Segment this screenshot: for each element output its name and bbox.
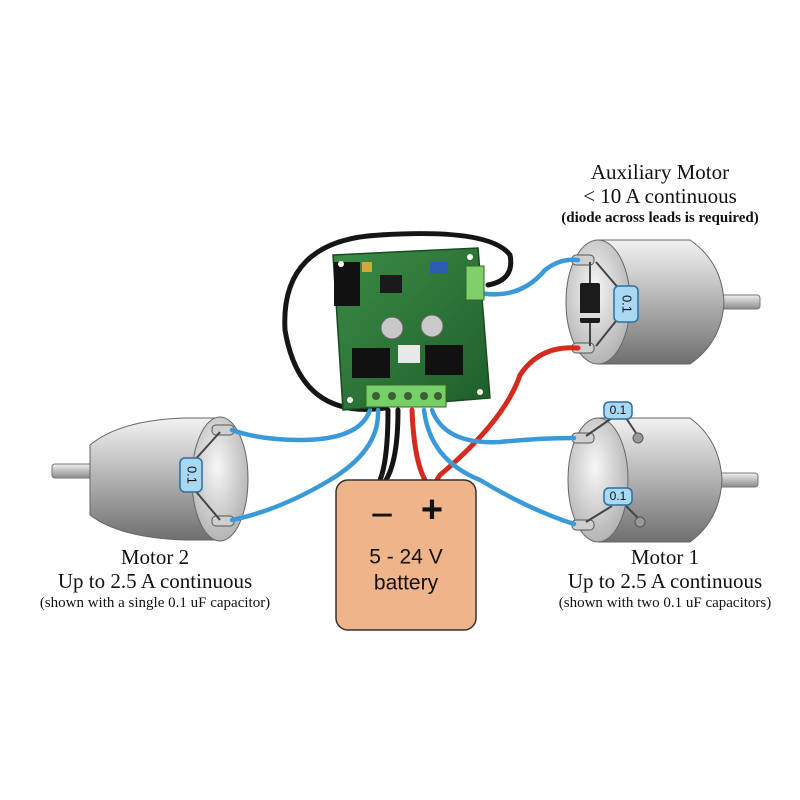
chip xyxy=(430,262,448,274)
mount-hole xyxy=(467,254,473,260)
chip xyxy=(398,345,420,363)
motor-1-title: Motor 1 xyxy=(630,545,700,569)
electrolytic-cap xyxy=(380,316,404,340)
motor-2-blue-wire-top xyxy=(229,407,373,443)
motor-1-rating: Up to 2.5 A continuous xyxy=(567,569,763,593)
capacitor-label: 0.1 xyxy=(610,489,627,503)
motor-1-label: Motor 1 Up to 2.5 A continuous (shown wi… xyxy=(515,545,800,613)
aux-blue-wire xyxy=(477,257,581,297)
electrolytic-cap xyxy=(420,314,444,338)
chip xyxy=(380,275,402,293)
aux-motor-rating: < 10 A continuous xyxy=(583,184,737,208)
screw xyxy=(434,392,442,400)
battery-label: battery xyxy=(374,572,439,595)
aux-motor-label: Auxiliary Motor < 10 A continuous (diode… xyxy=(500,160,800,228)
motor-1-case-tab xyxy=(632,432,644,444)
battery-red-wire xyxy=(409,407,428,483)
capacitor-label: 0.1 xyxy=(620,295,635,313)
aux-motor-capacitor: 0.1 xyxy=(613,285,639,323)
motor-2-note: (shown with a single 0.1 uF capacitor) xyxy=(39,595,271,611)
diode xyxy=(580,283,600,323)
battery-voltage: 5 - 24 V xyxy=(369,546,443,569)
aux-cap-lead xyxy=(595,261,621,291)
battery: − + 5 - 24 V battery xyxy=(335,479,477,631)
motor-2-label: Motor 2 Up to 2.5 A continuous (shown wi… xyxy=(0,545,310,613)
motor-1-case-tab xyxy=(634,516,646,528)
motor-1-cap-lead xyxy=(585,417,613,437)
motor-2-cap-lead xyxy=(192,431,221,463)
motor-1-body xyxy=(597,417,723,543)
motor-1-capacitor-top: 0.1 xyxy=(603,401,633,420)
motor-controller-board xyxy=(332,247,491,411)
wires xyxy=(229,231,581,527)
capacitor-label: 0.1 xyxy=(610,403,627,417)
black-wire-loop xyxy=(282,231,514,412)
mount-hole xyxy=(477,389,483,395)
motor-1-cap-lead xyxy=(585,505,613,523)
battery-black-wire xyxy=(377,407,391,483)
motor-1-shaft xyxy=(717,472,759,488)
battery-black-wire xyxy=(383,407,401,483)
battery-plus-label: + xyxy=(421,489,443,531)
pad xyxy=(362,262,372,272)
motor-2-shaft xyxy=(51,463,93,479)
chip xyxy=(352,348,390,378)
motor-2-title: Motor 2 xyxy=(120,545,190,569)
motor-1-blue-wire-top xyxy=(429,407,577,445)
motor-2-capacitor: 0.1 xyxy=(179,457,203,493)
aux-motor-shaft xyxy=(719,294,761,310)
motor-1-face xyxy=(567,417,629,543)
mount-hole xyxy=(347,397,353,403)
auxiliary-motor: 0.1 xyxy=(565,239,761,365)
aux-motor-title: Auxiliary Motor xyxy=(590,160,730,184)
screw xyxy=(372,392,380,400)
aux-terminal-block xyxy=(465,265,485,301)
motor-1-note: (shown with two 0.1 uF capacitors) xyxy=(558,595,772,611)
motor-2-blue-wire-bottom xyxy=(229,407,381,523)
motor-2-rating: Up to 2.5 A continuous xyxy=(57,569,253,593)
motor-1-blue-wire-bottom xyxy=(421,407,577,527)
screw xyxy=(420,392,428,400)
motor-2: 0.1 xyxy=(51,416,249,542)
capacitor-label: 0.1 xyxy=(185,466,200,484)
motor-2-cap-lead xyxy=(192,487,221,521)
pin-header xyxy=(334,262,360,306)
aux-motor-note: (diode across leads is required) xyxy=(561,210,759,226)
motor-1: 0.1 0.1 xyxy=(567,401,759,543)
chip xyxy=(425,345,463,375)
mount-hole xyxy=(338,261,344,267)
aux-motor-body xyxy=(597,239,725,365)
screw xyxy=(388,392,396,400)
motor-1-capacitor-bottom: 0.1 xyxy=(603,487,633,506)
screw xyxy=(404,392,412,400)
battery-minus-label: − xyxy=(370,494,393,538)
battery-body xyxy=(335,479,477,631)
